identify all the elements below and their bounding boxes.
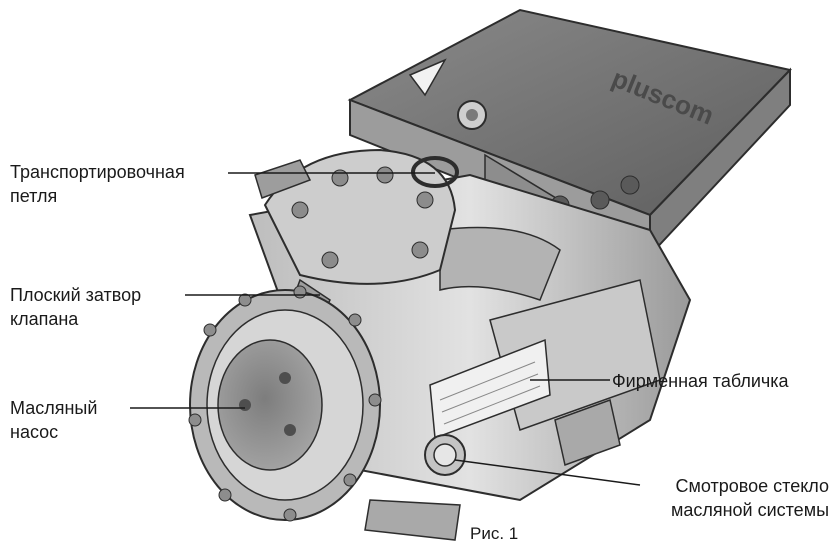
compressor-feet <box>364 399 621 541</box>
label-flat-valve-line2: клапана <box>10 309 79 329</box>
sight-glass <box>424 434 466 476</box>
label-transport-loop-line1: Транспортировочная <box>10 162 185 182</box>
transport-loop-shape <box>411 156 459 188</box>
oil-pump <box>188 285 382 522</box>
label-transport-loop-line2: петля <box>10 186 58 206</box>
label-oil-pump-line1: Масляный <box>10 398 98 418</box>
label-sight-glass-line2: масляной системы <box>670 500 829 520</box>
label-oil-pump-line2: насос <box>10 422 59 442</box>
label-sight-glass-line1: Смотровое стекло <box>675 476 829 496</box>
leader-lines <box>130 172 641 486</box>
label-transport-loop: Транспортировочная петля <box>10 160 185 208</box>
label-oil-pump: Масляный насос <box>10 396 97 444</box>
figure-caption: Рис. 1 <box>470 524 519 543</box>
nameplate <box>429 338 551 440</box>
label-nameplate: Фирменная табличка <box>612 369 789 393</box>
label-sight-glass: Смотровое стекло масляной системы <box>671 474 829 522</box>
cylinder-head <box>254 148 459 322</box>
warning-triangle-icon <box>408 58 447 97</box>
label-nameplate-line1: Фирменная табличка <box>612 371 789 391</box>
label-flat-valve: Плоский затвор клапана <box>10 283 141 331</box>
label-flat-valve-line1: Плоский затвор <box>10 285 142 305</box>
